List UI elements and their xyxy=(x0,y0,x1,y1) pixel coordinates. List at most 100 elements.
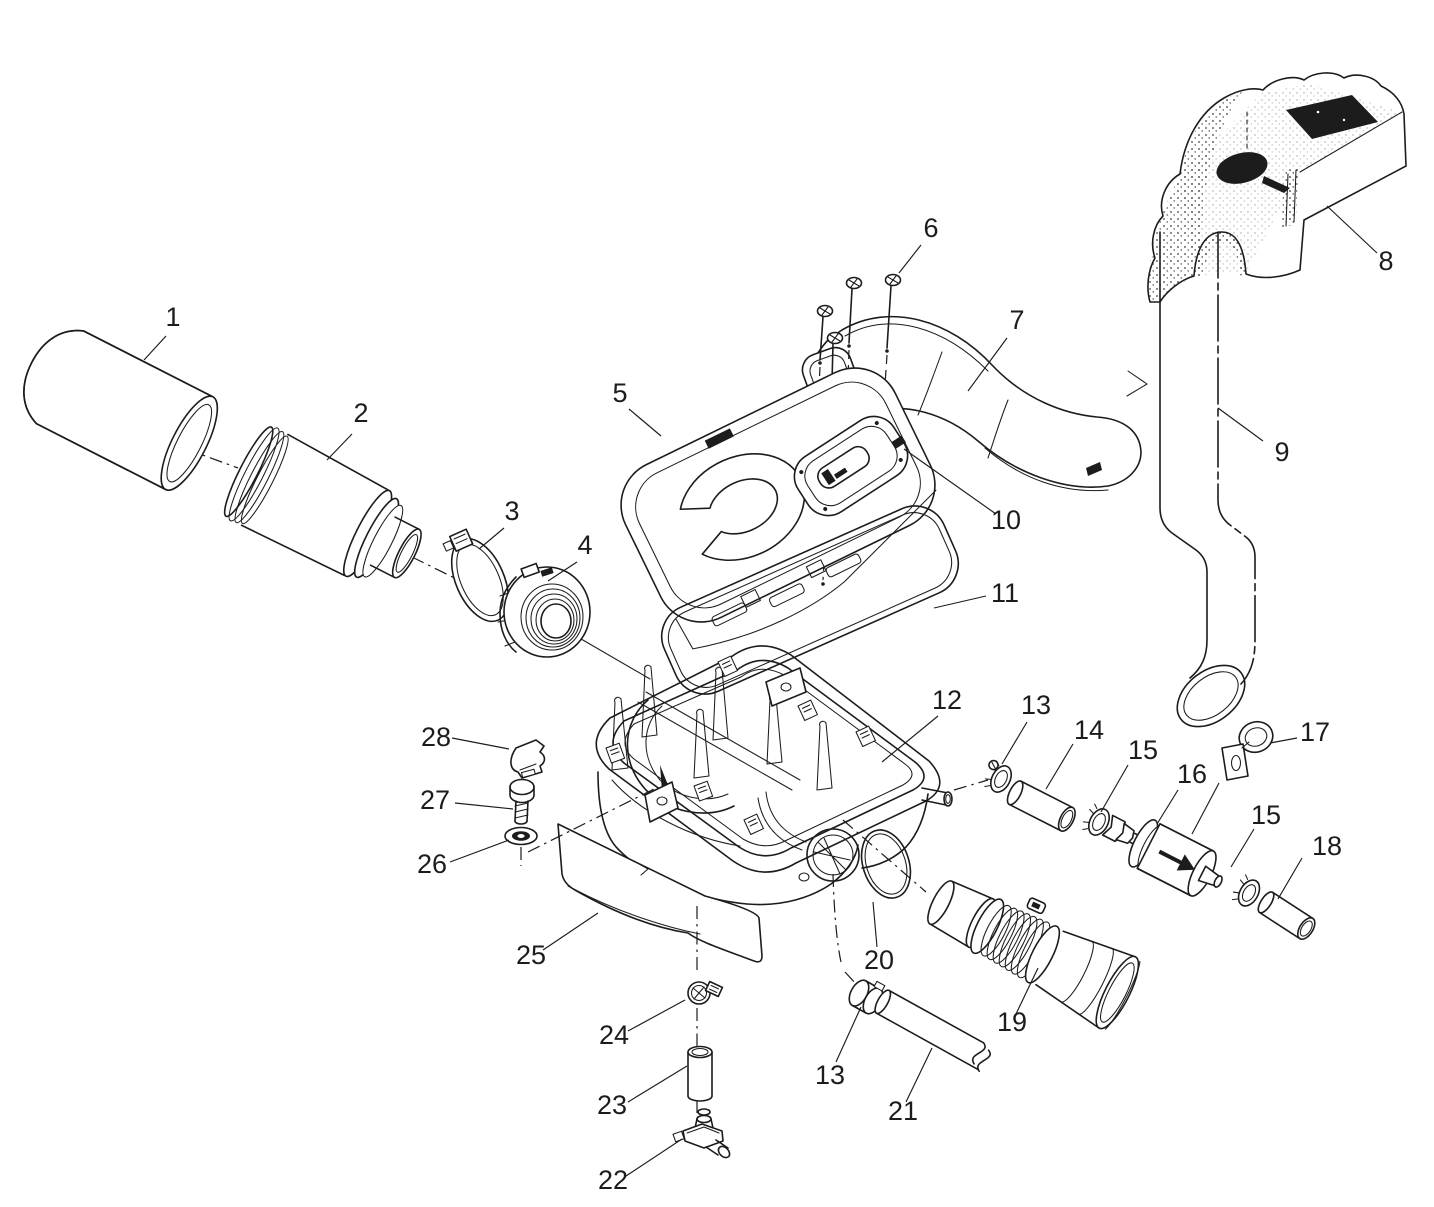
callout-10: 10 xyxy=(991,505,1021,535)
callout-15b: 15 xyxy=(1251,800,1281,830)
leader-15b xyxy=(1230,828,1255,868)
leader-17 xyxy=(1269,737,1298,744)
callout-4: 4 xyxy=(577,530,592,560)
callout-12: 12 xyxy=(932,685,962,715)
screw-icon xyxy=(884,273,902,353)
callout-3: 3 xyxy=(504,496,519,526)
callout-13b: 13 xyxy=(815,1060,845,1090)
drain-fitting-22 xyxy=(672,1108,731,1159)
label-patch xyxy=(1286,95,1378,139)
drain-clamp-24 xyxy=(687,980,724,1005)
hose-clamp-15b xyxy=(1231,874,1261,907)
callout-18: 18 xyxy=(1312,831,1342,861)
callout-leaders xyxy=(143,205,1378,1177)
leader-6 xyxy=(898,244,922,274)
gasket-plate xyxy=(793,415,909,517)
assembly-axes xyxy=(161,439,989,1118)
leader-9 xyxy=(1217,407,1264,442)
filter-lock-ring xyxy=(497,562,591,658)
air-filter-element xyxy=(223,426,422,585)
callout-20: 20 xyxy=(864,945,894,975)
leader-19 xyxy=(1015,967,1039,1015)
inlet-hole xyxy=(1216,152,1268,184)
leader-28 xyxy=(451,737,510,750)
leader-8 xyxy=(1326,205,1378,254)
flow-arrow-icon xyxy=(1126,370,1148,397)
leader-23 xyxy=(627,1065,688,1103)
leader-14 xyxy=(1045,743,1074,790)
callout-1: 1 xyxy=(165,302,180,332)
cover-seal xyxy=(660,505,960,695)
retainer-clip-28 xyxy=(510,739,546,779)
valve-flow-arrow-icon xyxy=(1176,854,1195,871)
callout-21: 21 xyxy=(888,1096,918,1126)
callout-27: 27 xyxy=(420,785,450,815)
baffle-shield xyxy=(557,823,763,963)
break-symbol xyxy=(971,1042,991,1073)
airbox-base xyxy=(595,645,953,906)
leader-13a xyxy=(1001,721,1028,765)
drain-hose-23 xyxy=(687,1045,713,1102)
hose-clamp-15a xyxy=(1082,803,1111,836)
callout-22: 22 xyxy=(598,1165,628,1195)
callout-23: 23 xyxy=(597,1090,627,1120)
leader-1 xyxy=(143,335,167,361)
vent-hose-14 xyxy=(1006,780,1076,832)
callout-8: 8 xyxy=(1378,246,1393,276)
foam-intake-box xyxy=(1147,72,1407,303)
leader-2 xyxy=(326,433,353,461)
leader-24 xyxy=(627,999,686,1032)
p-clamp xyxy=(1221,720,1274,781)
callout-labels: 1 2 3 4 5 6 7 8 9 10 11 12 13 14 15 16 1… xyxy=(165,213,1393,1195)
outlet-boot xyxy=(923,868,1141,1030)
leader-15a xyxy=(1100,764,1129,813)
foam-stipple-top xyxy=(1180,84,1402,276)
leader-11 xyxy=(933,595,987,609)
screw-27 xyxy=(509,778,535,825)
callout-15a: 15 xyxy=(1128,735,1158,765)
leader-17b xyxy=(1191,782,1220,835)
leader-7 xyxy=(967,337,1008,392)
cover-recess xyxy=(679,453,806,562)
callout-7: 7 xyxy=(1009,305,1024,335)
callout-14: 14 xyxy=(1074,715,1104,745)
leader-25 xyxy=(542,912,599,951)
cover-vent xyxy=(704,428,734,449)
leader-10 xyxy=(903,448,997,515)
drain-hose-21 xyxy=(874,989,991,1073)
leader-13b xyxy=(835,1006,862,1063)
washer-26 xyxy=(504,826,538,866)
callout-17: 17 xyxy=(1300,717,1330,747)
leader-5 xyxy=(628,408,662,437)
callout-11: 11 xyxy=(991,578,1019,608)
callout-25: 25 xyxy=(516,940,546,970)
screw-icon xyxy=(816,304,834,365)
leader-18 xyxy=(1277,857,1303,900)
leader-16 xyxy=(1156,789,1179,825)
callout-5: 5 xyxy=(612,378,627,408)
leader-26 xyxy=(449,839,510,863)
intake-tube xyxy=(23,329,219,491)
callout-2: 2 xyxy=(353,398,368,428)
hose-clamp-13a xyxy=(984,759,1013,793)
callout-13a: 13 xyxy=(1021,690,1051,720)
callout-19: 19 xyxy=(997,1007,1027,1037)
callout-26: 26 xyxy=(417,849,447,879)
callout-16: 16 xyxy=(1177,759,1207,789)
leader-22 xyxy=(625,1138,683,1177)
hose-clamp-3 xyxy=(442,528,510,623)
o-ring xyxy=(860,829,912,899)
leader-21 xyxy=(905,1047,933,1103)
leader-27 xyxy=(454,802,514,810)
leader-4 xyxy=(547,561,578,582)
snorkel-tube xyxy=(1126,231,1256,728)
leader-12 xyxy=(881,715,939,763)
callout-6: 6 xyxy=(923,213,938,243)
latch-clips xyxy=(605,655,876,836)
vent-hose-18 xyxy=(1257,891,1316,940)
callout-24: 24 xyxy=(599,1020,629,1050)
callout-28: 28 xyxy=(421,722,451,752)
leader-3 xyxy=(478,527,505,550)
